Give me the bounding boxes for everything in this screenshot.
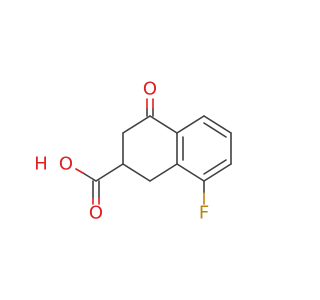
bond-c8-c8a <box>176 163 205 182</box>
bond-c7-c8 <box>203 163 232 182</box>
bond-c7-c8-inner <box>203 159 227 175</box>
bond-cooh-oh <box>82 172 97 182</box>
bond-c5-c6-inner <box>203 122 227 138</box>
molecule-structure: O O H O F <box>34 79 232 224</box>
bond-cooh-oh-o <box>75 168 84 174</box>
bond-c2-c1 <box>122 163 151 182</box>
hydroxyl-oxygen-label: O <box>59 154 73 175</box>
ketone-oxygen-label: O <box>143 79 157 100</box>
carbonyl-oxygen-label: O <box>89 203 103 224</box>
hydroxyl-hydrogen-label: H <box>34 154 48 175</box>
fluorine-label: F <box>199 203 209 224</box>
atom-labels: O O H O F <box>34 79 209 224</box>
ring-bonds <box>122 115 232 182</box>
bond-c4a-c4 <box>149 115 178 134</box>
bond-c1-c8a <box>149 163 178 182</box>
bond-c4a-c5 <box>176 115 205 134</box>
bond-c4-c3 <box>122 115 151 134</box>
bond-c5-c6 <box>203 115 232 134</box>
bond-c2-cooh <box>95 163 124 182</box>
substituent-bonds <box>75 98 205 205</box>
